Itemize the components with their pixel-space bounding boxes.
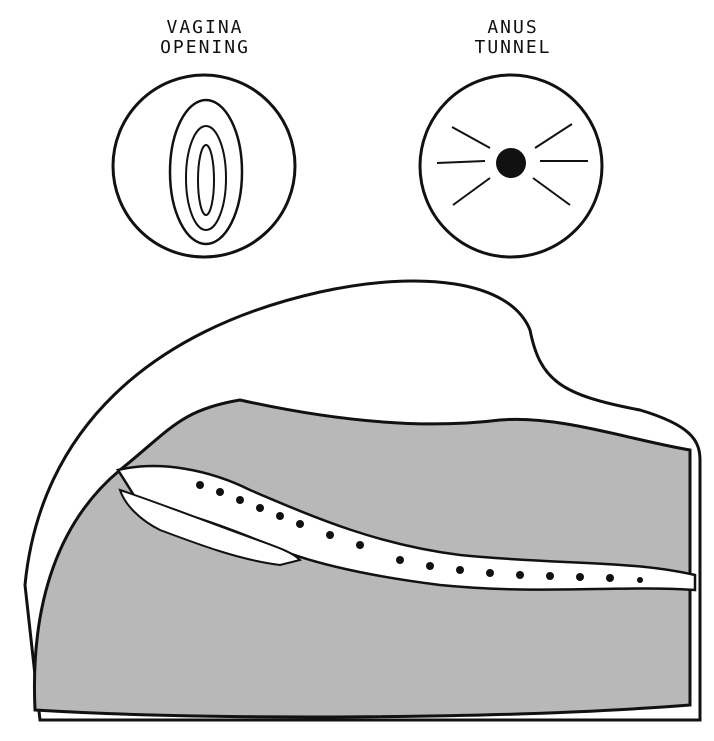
- vagina-opening-label: VAGINA OPENING: [110, 18, 300, 58]
- label-line-2: TUNNEL: [474, 37, 552, 58]
- vagina-opening-view: [111, 73, 297, 259]
- anus-tunnel-view: [418, 73, 604, 259]
- label-line-1: ANUS: [487, 17, 539, 38]
- label-line-1: VAGINA: [166, 17, 244, 38]
- label-line-2: OPENING: [160, 37, 250, 58]
- anus-tunnel-label: ANUS TUNNEL: [418, 18, 608, 58]
- body-cross-section: [23, 279, 702, 722]
